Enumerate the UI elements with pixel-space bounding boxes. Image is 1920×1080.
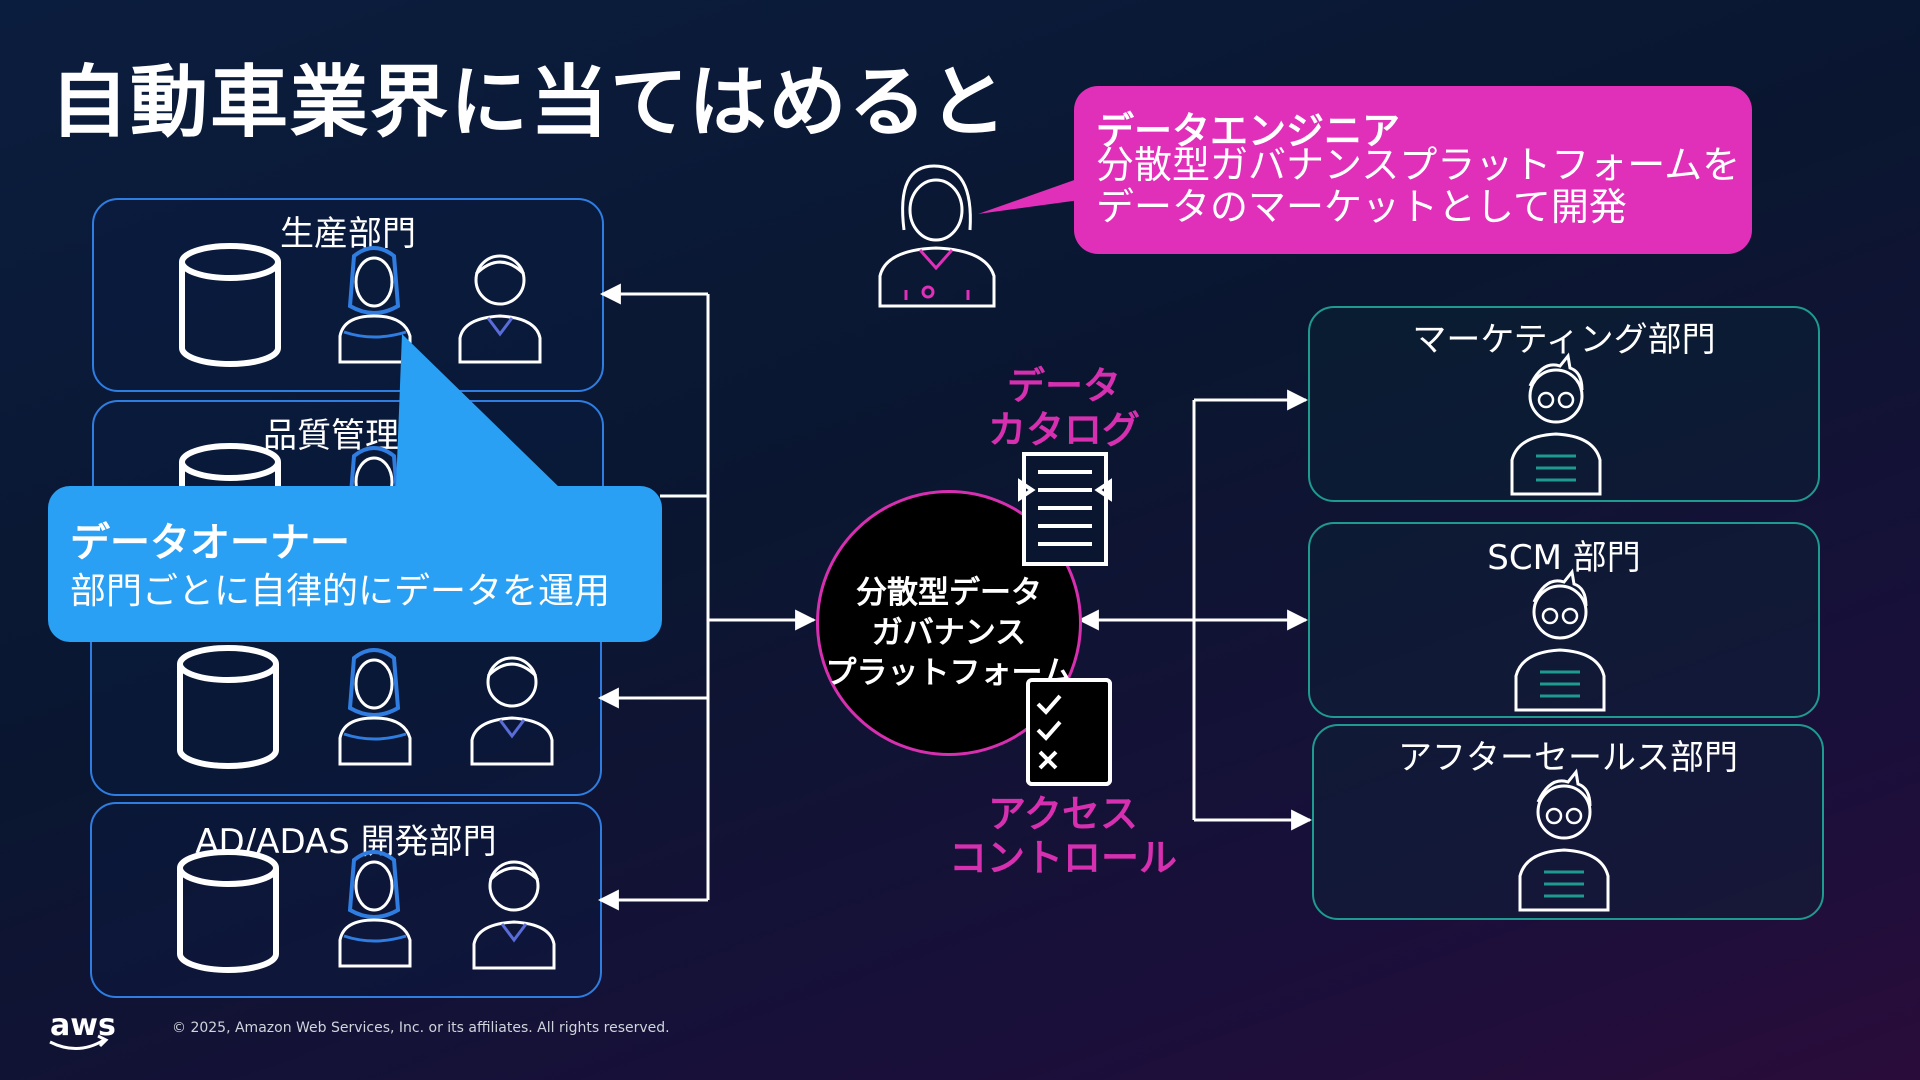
engineer-callout-heading: データエンジニア — [1096, 109, 1401, 153]
person-icon — [458, 254, 542, 364]
hub-line-3: プラットフォーム — [825, 655, 1073, 691]
data-engineer-callout: データエンジニア 分散型ガバナンスプラットフォームを データのマーケットとして開… — [1074, 86, 1752, 254]
dept-label: マーケティング部門 — [1412, 320, 1716, 360]
hub-line-2: ガバナンス — [871, 615, 1027, 651]
data-engineer-icon — [878, 164, 996, 308]
owner-callout-heading: データオーナー — [70, 520, 350, 566]
catalog-label-line2: カタログ — [987, 408, 1140, 452]
access-control-label: アクセス コントロール — [948, 792, 1178, 880]
glasses-person-icon — [1514, 570, 1606, 712]
person-icon — [470, 656, 554, 766]
person-icon — [472, 860, 556, 970]
catalog-label-line1: データ — [1006, 364, 1121, 408]
left-connectors — [597, 283, 817, 911]
glasses-person-icon — [1510, 354, 1602, 496]
hub-line-1: 分散型データ — [856, 575, 1042, 611]
glasses-person-icon — [1518, 770, 1610, 912]
right-connectors — [1077, 389, 1313, 831]
catalog-label: データ カタログ — [984, 364, 1144, 452]
database-icon — [180, 852, 276, 970]
database-icon — [180, 648, 276, 766]
data-owner-callout: データオーナー 部門ごとに自律的にデータを運用 — [48, 486, 662, 642]
governance-platform-hub: 分散型データ ガバナンス プラットフォーム — [816, 490, 1082, 756]
aws-logo: aws — [50, 1008, 116, 1043]
dept-label: SCM 部門 — [1487, 538, 1641, 578]
owner-callout-tail — [396, 334, 560, 488]
data-owner-person-icon — [338, 246, 412, 364]
dept-label: 生産部門 — [280, 214, 416, 254]
database-icon — [182, 246, 278, 364]
dept-box-aftersales: アフターセールス部門 — [1312, 724, 1824, 920]
owner-callout-body: 部門ごとに自律的にデータを運用 — [70, 571, 611, 612]
engineer-callout-body: 分散型ガバナンスプラットフォームを データのマーケットとして開発 — [1096, 144, 1740, 228]
engineer-callout-tail — [978, 178, 1080, 214]
engineer-callout-line1: 分散型ガバナンスプラットフォームを — [1096, 143, 1741, 187]
data-owner-person-icon — [338, 850, 412, 968]
dept-label: アフターセールス部門 — [1398, 738, 1738, 778]
data-owner-person-icon — [338, 648, 412, 766]
access-label-line1: アクセス — [987, 792, 1139, 836]
engineer-callout-line2: データのマーケットとして開発 — [1096, 185, 1627, 229]
copyright-text: © 2025, Amazon Web Services, Inc. or its… — [172, 1020, 670, 1036]
slide-title: 自動車業界に当てはめると — [50, 58, 1009, 148]
access-label-line2: コントロール — [948, 836, 1177, 880]
